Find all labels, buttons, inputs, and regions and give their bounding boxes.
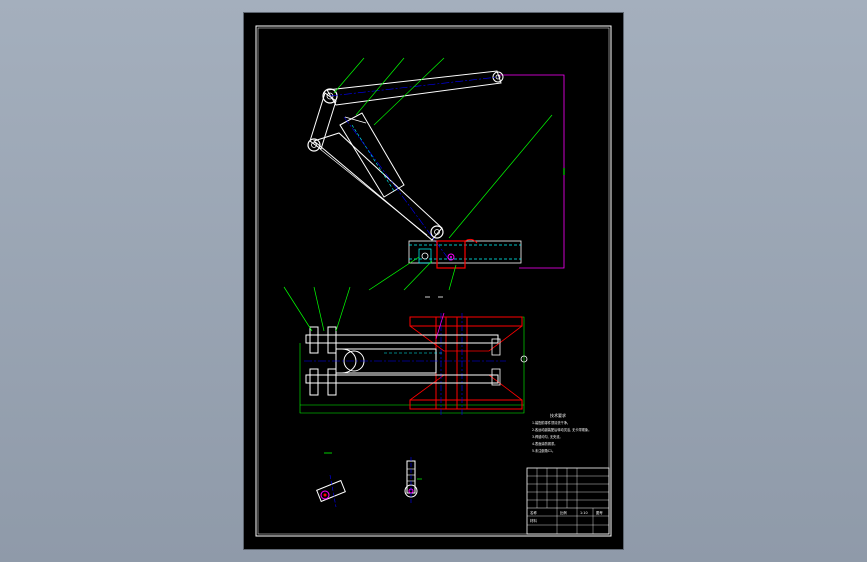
inner-frame (257, 27, 610, 535)
leader-1 (333, 57, 365, 94)
technical-requirements: 技术要求 1.装配前零件须清洗干净。 2.各运动副装配后转动灵活, 无卡滞现象。… (532, 412, 591, 453)
detail-left-hole (320, 490, 330, 500)
base-bolt (447, 253, 455, 261)
main-arm-edge (319, 148, 428, 236)
left-bolt-lower-2 (327, 368, 337, 396)
top-pivot-hole (326, 92, 334, 100)
top-flange (409, 316, 523, 327)
detail-left-body (316, 479, 346, 503)
detail-view-left (316, 452, 346, 508)
arm-center-line (343, 116, 451, 262)
plan-leader-3 (335, 286, 351, 332)
detail-left-center (323, 493, 327, 497)
leader-7 (448, 264, 457, 291)
tb-scale-label: 比例 (560, 510, 567, 515)
tb-drawing-no-label: 图号 (596, 510, 603, 515)
cylinder-clamp (344, 116, 367, 124)
plan-view (283, 286, 528, 415)
detail-view-right (404, 457, 422, 503)
tb-scale-value: 1:10 (580, 511, 588, 515)
plan-leader-4 (435, 312, 445, 340)
tech-req-line-5: 5.未注倒角C1。 (532, 448, 555, 453)
upper-rail (305, 334, 499, 344)
detail-left-center-line (329, 474, 337, 508)
cylinder-hidden-line (351, 124, 395, 192)
tech-req-line-4: 4.表面涂防锈漆。 (532, 441, 557, 446)
drawing-sheet[interactable]: 技术要求 1.装配前零件须清洗干净。 2.各运动副装配后转动灵活, 无卡滞现象。… (244, 13, 623, 549)
left-pivot-pin (307, 138, 321, 152)
leader-2 (355, 57, 405, 116)
right-bolt-lower (491, 368, 501, 386)
tech-req-heading: 技术要求 (550, 412, 566, 418)
tb-material-label: 材料 (530, 518, 537, 523)
left-bolt-upper-2 (327, 326, 337, 354)
plan-leader-2 (313, 286, 325, 332)
leader-4 (448, 114, 553, 239)
left-bolt-upper (309, 326, 319, 354)
left-pivot-hole (311, 142, 317, 148)
title-block-frame (526, 467, 610, 535)
outer-frame (255, 25, 612, 537)
lower-pivot-pin (430, 225, 444, 239)
base-clamp-block (436, 240, 466, 269)
leader-3 (373, 57, 445, 126)
title-block: 名称 材料 比例 1:10 图号 (526, 467, 610, 535)
upper-link-end-pin (492, 71, 504, 83)
base-bolt-center (450, 256, 452, 258)
right-pin (520, 355, 528, 363)
lower-rail (305, 374, 499, 384)
upper-link (326, 70, 502, 106)
front-elevation (307, 57, 565, 298)
tech-req-line-1: 1.装配前零件须清洗干净。 (532, 420, 570, 425)
right-bolt-upper (491, 338, 501, 356)
plan-leader-1 (283, 286, 313, 332)
bottom-taper (409, 374, 523, 401)
leader-6 (403, 260, 433, 291)
dimension-frame (499, 74, 565, 269)
top-taper (409, 325, 523, 352)
base-hidden-box (418, 248, 432, 264)
tech-req-line-3: 3.焊缝均匀, 无夹渣。 (532, 434, 563, 439)
leader-5 (368, 256, 420, 291)
left-bolt-lower (309, 368, 319, 396)
hydraulic-cylinder (339, 112, 405, 198)
top-pivot-pin (322, 88, 338, 104)
tb-name-label: 名称 (530, 510, 537, 515)
lower-pivot-hole (434, 229, 440, 235)
base-small-hole (421, 252, 429, 260)
section-arc (464, 238, 478, 244)
upper-link-end-hole (495, 74, 501, 80)
tech-req-line-2: 2.各运动副装配后转动灵活, 无卡滞现象。 (532, 427, 591, 432)
bottom-flange (409, 399, 523, 410)
cylinder-end-arc (341, 348, 357, 374)
cad-drawing: 技术要求 1.装配前零件须清洗干净。 2.各运动副装配后转动灵活, 无卡滞现象。… (255, 25, 612, 537)
